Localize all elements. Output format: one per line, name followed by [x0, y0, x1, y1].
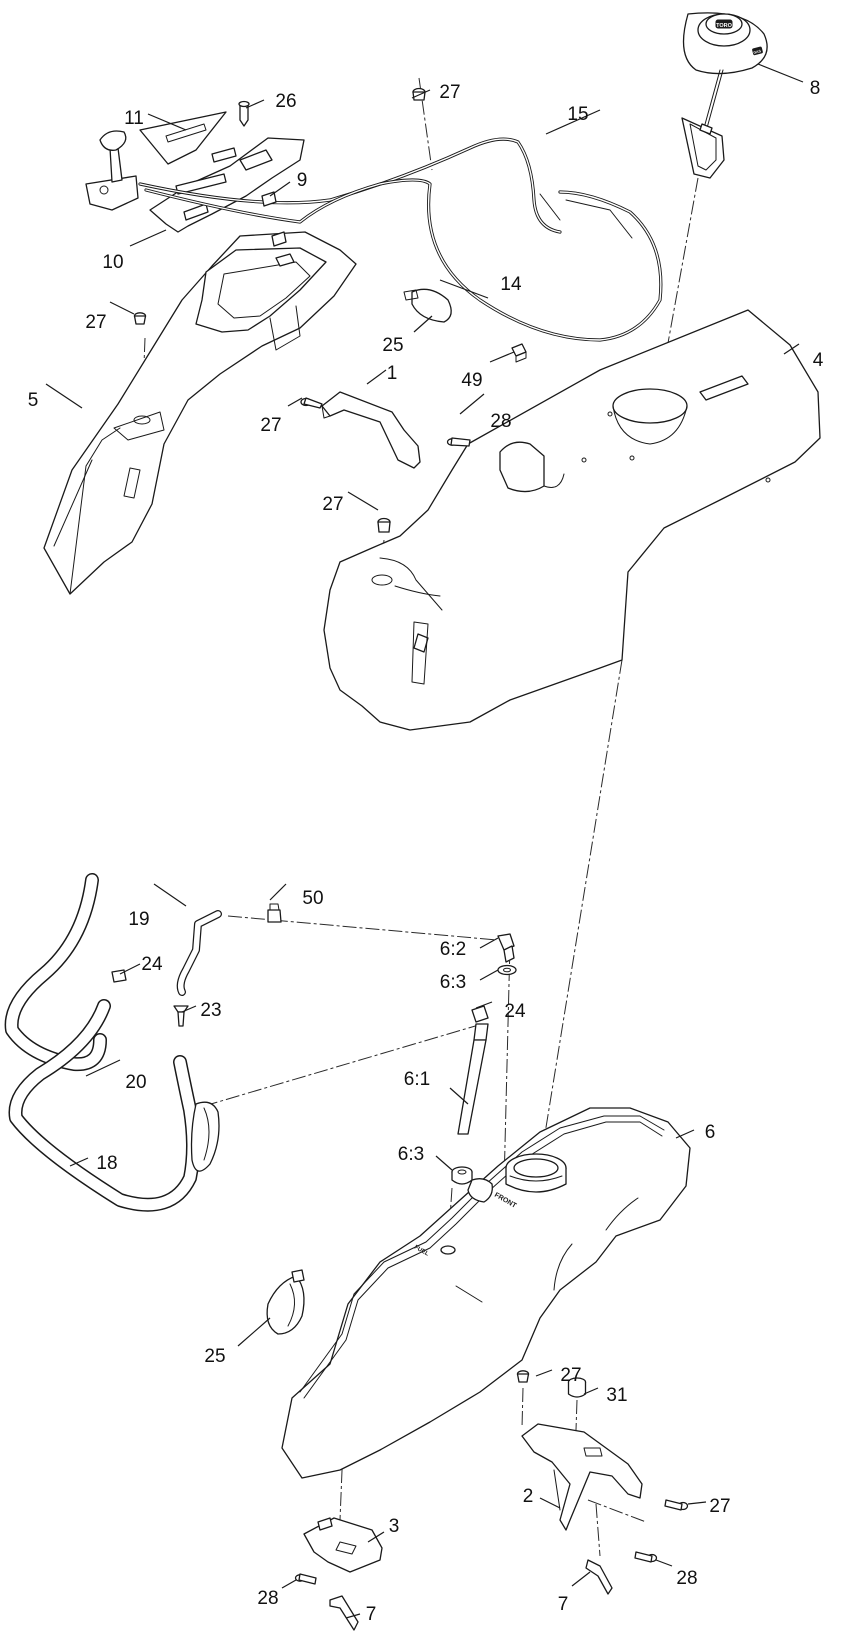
bolt-part-27-bracket — [300, 397, 323, 409]
fuel-cap-part-8: TORO GAS — [682, 12, 768, 75]
callout-19: 19 — [128, 909, 149, 930]
throttle-lever — [85, 130, 139, 211]
callout-6-3-upper: 6:3 — [440, 972, 466, 993]
callout-labels: 1 2 3 4 5 6 7 7 8 9 10 11 14 15 18 19 20… — [28, 78, 824, 1625]
callout-23: 23 — [200, 1000, 221, 1021]
callout-7-right: 7 — [558, 1594, 569, 1615]
grommet-part-6-3-upper — [497, 964, 517, 976]
bolt-part-27-left — [133, 312, 147, 325]
callout-9: 9 — [297, 170, 308, 191]
callout-5: 5 — [28, 390, 39, 411]
callout-27-bracket: 27 — [260, 415, 281, 436]
callout-27-left: 27 — [85, 312, 106, 333]
elbow-fitting-part-6-2 — [497, 933, 515, 963]
fuel-hose-part-20 — [8, 999, 200, 1212]
fuel-strainer — [681, 117, 725, 179]
tank-strap-part-25 — [266, 1269, 305, 1335]
fuel-tether — [703, 69, 724, 129]
leader-lines — [45, 63, 804, 1619]
callout-26: 26 — [275, 91, 296, 112]
callout-15: 15 — [567, 104, 588, 125]
callout-49: 49 — [461, 370, 482, 391]
callout-2: 2 — [523, 1486, 534, 1507]
bracket-part-2 — [521, 1423, 643, 1531]
clamp-part-25-top — [403, 288, 452, 323]
bracket-part-3 — [303, 1517, 383, 1573]
fuel-hose-part-18 — [4, 873, 107, 1072]
callout-28-lower-left: 28 — [257, 1588, 278, 1609]
fuel-tank-part-6: FRONT FUEL — [281, 1107, 691, 1479]
fitting-part-50 — [267, 903, 282, 923]
cap-side-text: GAS — [753, 49, 762, 55]
callout-25-top: 25 — [382, 335, 403, 356]
cap-logo-text: TORO — [716, 23, 733, 29]
grommet-part-6-3-lower — [451, 1166, 473, 1185]
callout-27-lower-top: 27 — [560, 1365, 581, 1386]
plate-part-11 — [139, 111, 227, 165]
callout-1: 1 — [387, 363, 398, 384]
clip-part-49 — [511, 343, 527, 363]
callout-6-1: 6:1 — [404, 1069, 430, 1090]
callout-3: 3 — [389, 1516, 400, 1537]
control-panel-part-10 — [149, 137, 305, 233]
callout-7-left: 7 — [366, 1604, 377, 1625]
strap-part-7-left — [329, 1595, 359, 1631]
callout-28-lower-right: 28 — [676, 1568, 697, 1589]
bolt-part-28-bracket — [446, 437, 471, 447]
clamp-part-24-right — [471, 1005, 489, 1023]
callout-4: 4 — [813, 350, 824, 371]
fender-pan-part-4 — [323, 309, 821, 731]
callout-50: 50 — [302, 888, 323, 909]
callout-28-bracket: 28 — [490, 411, 511, 432]
callout-11: 11 — [124, 108, 144, 129]
bracket-part-1 — [321, 391, 421, 469]
callout-6-3-lower: 6:3 — [398, 1144, 424, 1165]
callout-20: 20 — [125, 1072, 146, 1093]
vent-tube-part-19 — [176, 910, 222, 996]
bolt-part-27-middle — [377, 517, 391, 533]
callout-24-right: 24 — [504, 1001, 526, 1022]
bolt-part-28-lower-left — [294, 1573, 317, 1585]
bolt-part-27-lower-top — [516, 1370, 530, 1383]
bumper-part-31 — [567, 1377, 587, 1398]
callout-14: 14 — [500, 274, 522, 295]
callout-31: 31 — [606, 1385, 627, 1406]
bolt-part-27-lower-right — [664, 1499, 689, 1511]
callout-8: 8 — [810, 78, 821, 99]
push-pin-part-23 — [173, 1005, 189, 1027]
standpipe-part-6-1 — [457, 1023, 489, 1135]
callout-6-2: 6:2 — [440, 939, 466, 960]
callout-25-bottom: 25 — [204, 1346, 225, 1367]
clamp-part-25-hose — [190, 1101, 220, 1172]
callout-24-left: 24 — [141, 954, 163, 975]
callout-27-middle: 27 — [322, 494, 343, 515]
callout-10: 10 — [102, 252, 123, 273]
callout-6: 6 — [705, 1122, 716, 1143]
callout-18: 18 — [96, 1153, 117, 1174]
screw-part-26 — [238, 100, 250, 127]
bolt-part-28-lower-right — [634, 1551, 658, 1563]
callout-27-top: 27 — [439, 82, 460, 103]
choke-cable-part-14 — [144, 178, 663, 342]
strap-part-7-right — [585, 1559, 613, 1595]
cable-clip-part-9 — [261, 191, 287, 247]
callout-27-lower-right: 27 — [709, 1496, 730, 1517]
console-fender-part-5 — [43, 231, 357, 595]
